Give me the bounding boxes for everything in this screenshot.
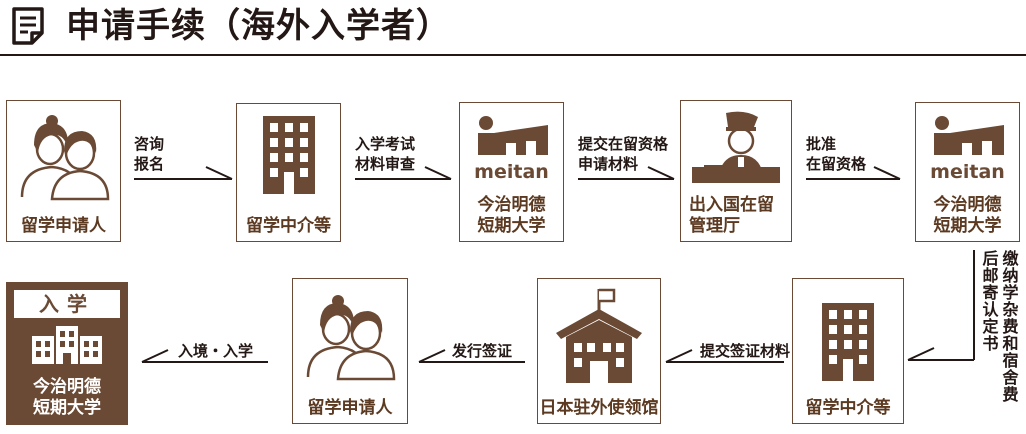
arrow-label-vertical: 后邮寄认定书 [982,249,999,353]
node-applicant-2: 留学申请人 [292,278,408,424]
logo-wordmark: meitan [474,161,549,183]
arrow-label: 发行签证 [452,342,513,360]
meitan-logo [933,116,1004,155]
logo-wordmark: meitan [930,161,1005,183]
node-label: 留学中介等 [246,216,331,236]
arrow-right [578,166,675,180]
node-university-2: meitan 今治明德短期大学 [915,102,1020,242]
arrow-label: 批准在留资格 [806,135,867,173]
header: 申请手续（海外入学者） [0,0,1026,56]
meitan-logo [477,116,548,155]
arrow-left [418,349,525,363]
node-label: 留学申请人 [21,216,106,236]
arrow-right [806,166,901,180]
arrow-label: 入境・入学 [178,342,254,360]
page-title: 申请手续（海外入学者） [66,6,451,46]
building-icon [262,116,315,194]
arrow-label: 提交在留资格申请材料 [578,135,669,173]
school-icon [556,288,642,383]
node-applicant-1: 留学申请人 [6,100,121,242]
officer-icon [692,111,780,183]
node-university-1: meitan 今治明德短期大学 [459,102,564,242]
node-immigration: 出入国在留管理厅 [680,100,792,242]
node-label: 留学申请人 [307,398,393,418]
building-icon [822,303,874,381]
node-label: 今治明德短期大学 [477,195,546,236]
people-icon [20,115,109,201]
node-label: 出入国在留管理厅 [689,195,774,236]
node-label: 日本驻外使领馆 [539,398,659,418]
campus-icon [32,326,102,364]
arrow-left [141,349,268,363]
arrow-left [665,349,784,363]
arrow-right [355,166,452,180]
arrow-right [134,166,233,180]
node-label: 今治明德短期大学 [33,377,101,418]
node-agency-2: 留学中介等 [792,278,904,424]
node-embassy: 日本驻外使领馆 [537,278,661,424]
arrow-label: 咨询报名 [134,135,165,173]
document-icon [12,7,44,45]
arrow-label: 提交签证材料 [700,342,791,360]
arrow-label: 入学考试材料审查 [355,135,416,173]
node-label: 今治明德短期大学 [933,195,1002,236]
people-icon [306,295,396,381]
arrow-label-vertical: 缴纳学杂费和宿舍费 [1002,249,1019,404]
enrollment-banner: 入学 [14,290,120,318]
node-label: 留学中介等 [805,398,891,418]
node-agency-1: 留学中介等 [236,103,341,242]
arrow-connector [907,250,975,361]
node-final-enrollment: 入学 今治明德短期大学 [6,282,128,425]
